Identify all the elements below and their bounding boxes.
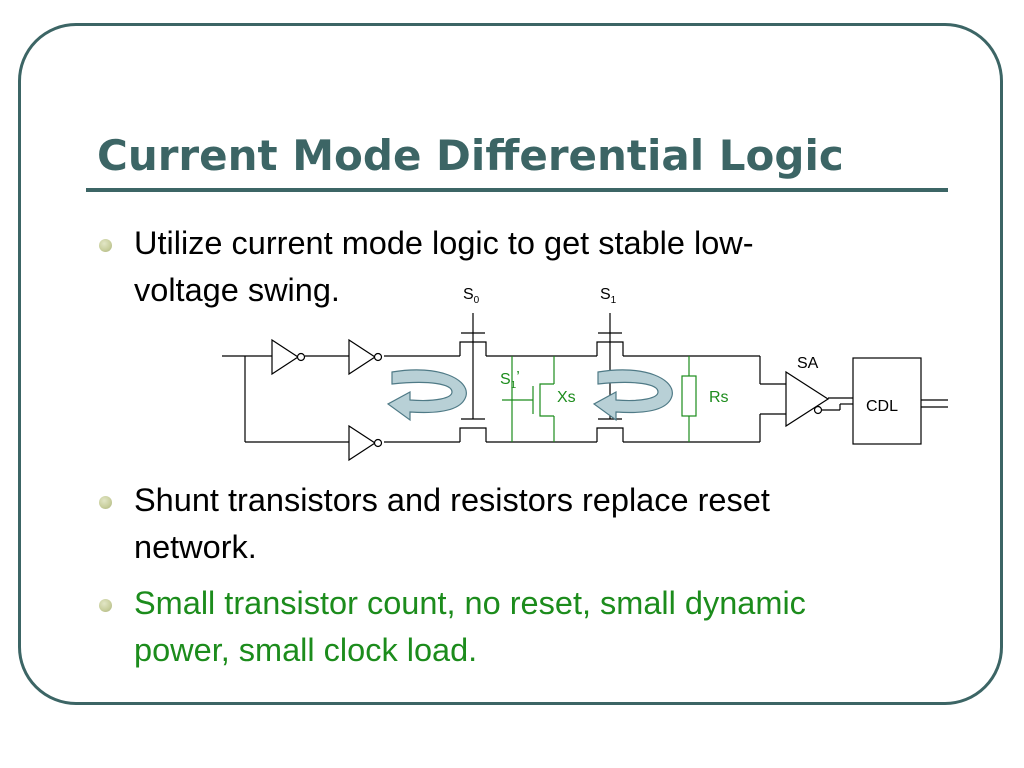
bullet-1: Utilize current mode logic to get stable… [134, 220, 754, 314]
current-flow-arrow-icon [386, 369, 467, 422]
shunt-transistor-icon [502, 356, 555, 442]
s0-label: S0 [463, 286, 480, 306]
rs-label: Rs [709, 389, 729, 406]
inverter-icon [348, 338, 383, 376]
bullet-1-line-1: Utilize current mode logic to get stable… [134, 225, 754, 261]
bullet-dot-icon [99, 599, 112, 612]
bullet-dot-icon [99, 496, 112, 509]
bullet-2-line-1: Shunt transistors and resistors replace … [134, 482, 770, 518]
slide-title: Current Mode Differential Logic [97, 131, 844, 180]
s1-prime-label: S1’ [500, 369, 520, 391]
cdl-label: CDL [866, 398, 898, 415]
circuit-wiring [222, 313, 948, 443]
bullet-3-line-1: Small transistor count, no reset, small … [134, 585, 806, 621]
bullet-1-line-2: voltage swing. [134, 272, 340, 308]
bullet-3-line-2: power, small clock load. [134, 632, 478, 668]
inverter-icon [348, 424, 383, 462]
current-flow-arrow-icon [592, 369, 673, 422]
bullet-dot-icon [99, 239, 112, 252]
bullet-3: Small transistor count, no reset, small … [134, 580, 806, 674]
cdl-block [852, 357, 922, 445]
bullet-2: Shunt transistors and resistors replace … [134, 477, 770, 571]
sense-amplifier-icon [785, 370, 830, 428]
sa-label: SA [797, 355, 819, 372]
title-divider [86, 188, 948, 192]
slide-frame [18, 23, 1003, 705]
s1-label: S1 [600, 286, 617, 306]
bullet-2-line-2: network. [134, 529, 257, 565]
shunt-resistor-icon [681, 356, 697, 442]
xs-label: Xs [557, 389, 576, 406]
inverter-icon [271, 338, 306, 376]
